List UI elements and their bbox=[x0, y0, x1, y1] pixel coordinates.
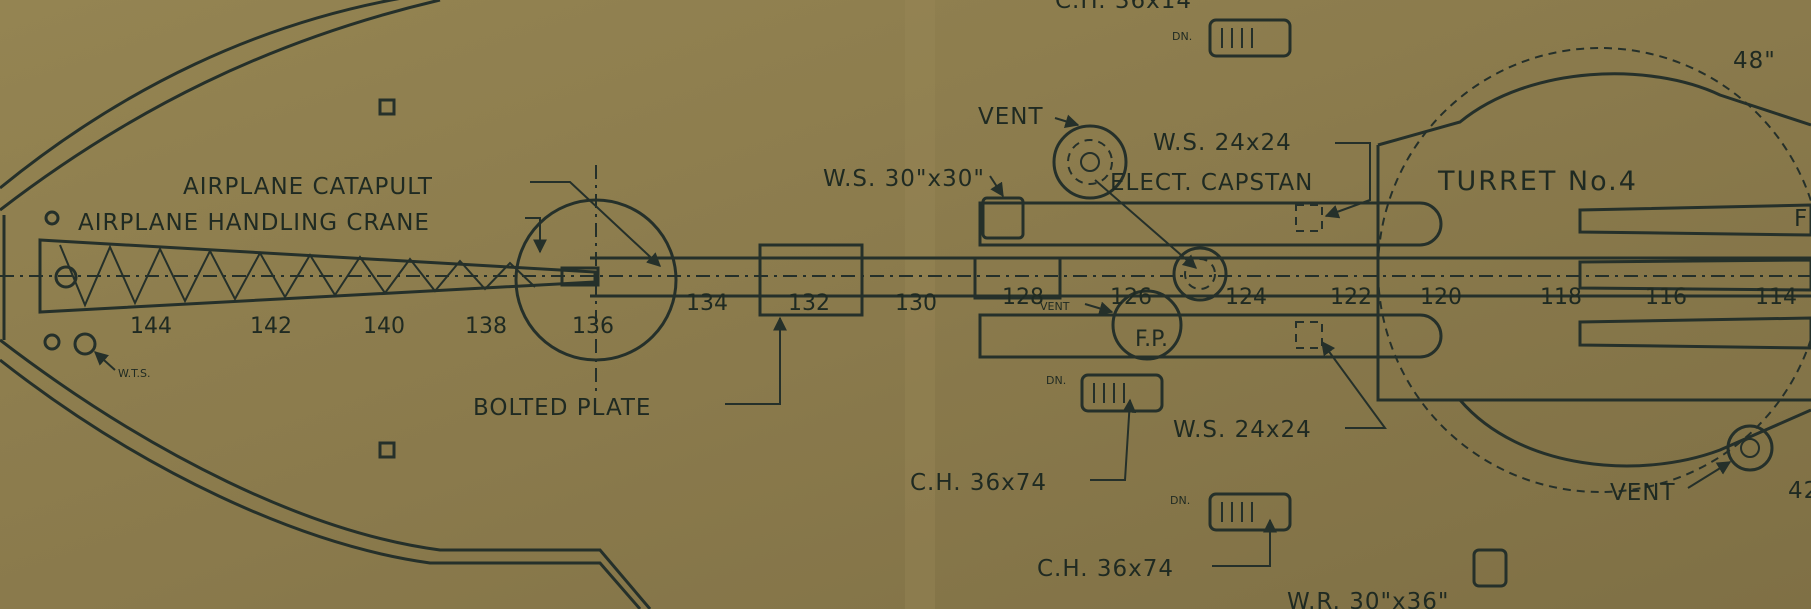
label-capstan: ELECT. CAPSTAN bbox=[1110, 170, 1313, 196]
leader-crane bbox=[525, 217, 547, 254]
wts-fitting-2 bbox=[73, 332, 97, 356]
frame-number: 116 bbox=[1645, 285, 1687, 310]
frame-numbers: 144 142 140 138 136 134 132 130 128 126 … bbox=[130, 285, 1797, 339]
label-dn-top: DN. bbox=[1172, 30, 1192, 43]
dn-hatch-bottom-ladder bbox=[1221, 502, 1253, 522]
hull-outline-lower-inner bbox=[0, 338, 652, 609]
capstan-inner bbox=[1184, 258, 1216, 290]
leader-ws-24-top bbox=[1324, 142, 1371, 219]
crane-hook-block bbox=[560, 266, 600, 287]
capstan-icon bbox=[1172, 246, 1228, 302]
deck-marker-lower bbox=[378, 441, 396, 459]
label-ch-74-a: C.H. 36x74 bbox=[910, 470, 1047, 496]
hull-outline-outer bbox=[0, 0, 400, 190]
frame-number: 140 bbox=[363, 314, 405, 339]
label-dim-48: 48" bbox=[1733, 48, 1776, 74]
label-fp: F.P. bbox=[1135, 327, 1168, 352]
label-turret-no4: TURRET No.4 bbox=[1437, 166, 1638, 197]
turret-gun-upper bbox=[1578, 203, 1811, 237]
label-ws-24-bottom: W.S. 24x24 bbox=[1173, 417, 1312, 443]
label-airplane-crane: AIRPLANE HANDLING CRANE bbox=[78, 210, 430, 236]
frame-number: 122 bbox=[1330, 285, 1372, 310]
label-vent-bottom: VENT bbox=[1610, 480, 1676, 506]
frame-number: 144 bbox=[130, 314, 172, 339]
leader-wts bbox=[93, 351, 116, 371]
frame-number: 142 bbox=[250, 314, 292, 339]
leader-bolted-plate bbox=[725, 316, 787, 405]
frame-number: 134 bbox=[686, 291, 728, 316]
hull-outline-inner bbox=[0, 0, 441, 212]
crane-fitting bbox=[44, 210, 60, 226]
leader-ch-74-a bbox=[1090, 398, 1137, 481]
frame-number: 114 bbox=[1755, 285, 1797, 310]
wr-hatch bbox=[1472, 548, 1508, 588]
ws-30-hatch bbox=[981, 196, 1025, 240]
crane-lattice bbox=[59, 244, 536, 308]
label-dn-mid: DN. bbox=[1046, 374, 1066, 387]
turret-no4 bbox=[1376, 72, 1811, 468]
dn-hatch-mid-ladder bbox=[1093, 383, 1125, 403]
hull-outline-lower-outer bbox=[0, 358, 642, 609]
frame-number: 124 bbox=[1225, 285, 1267, 310]
label-wts: W.T.S. bbox=[118, 367, 151, 380]
barrel-lower bbox=[978, 313, 1443, 359]
turret-gun-middle bbox=[1578, 258, 1811, 292]
vent-bottom-icon bbox=[1726, 424, 1774, 472]
turret-gun-lower bbox=[1578, 316, 1811, 350]
leader-capstan bbox=[1094, 179, 1198, 269]
vent-top-inner bbox=[1067, 139, 1113, 185]
vent-top-icon bbox=[1052, 124, 1128, 200]
vent-bottom-inner bbox=[1740, 438, 1760, 458]
dn-hatch-bottom bbox=[1208, 492, 1292, 532]
label-ws-30: W.S. 30"x30" bbox=[823, 166, 985, 192]
leader-ch-74-b bbox=[1212, 518, 1277, 567]
label-ch-74-b: C.H. 36x74 bbox=[1037, 556, 1174, 582]
leader-vent-bottom bbox=[1687, 461, 1732, 489]
leader-ws-24-bottom bbox=[1321, 340, 1387, 429]
label-vent-small: VENT bbox=[1040, 300, 1070, 313]
frame-number: 136 bbox=[572, 314, 614, 339]
frame-number: 138 bbox=[465, 314, 507, 339]
frame-number: 128 bbox=[1002, 285, 1044, 310]
leader-vent-top bbox=[1054, 114, 1080, 129]
label-wr: W.R. 30"x36" bbox=[1287, 589, 1450, 609]
frame-number: 130 bbox=[895, 291, 937, 316]
barrel-upper bbox=[978, 201, 1443, 247]
paper-fold-crease bbox=[905, 0, 935, 609]
ws-24-bottom-hatch bbox=[1295, 321, 1323, 349]
bolted-plate bbox=[758, 243, 864, 317]
label-dn-bottom: DN. bbox=[1170, 494, 1190, 507]
frame-number: 132 bbox=[788, 291, 830, 316]
dn-hatch-mid bbox=[1080, 373, 1164, 413]
dn-hatch-top bbox=[1208, 18, 1292, 58]
barrel-stub bbox=[973, 256, 1062, 300]
label-bolted-plate: BOLTED PLATE bbox=[473, 395, 651, 421]
ws-24-top-hatch bbox=[1295, 204, 1323, 232]
leader-catapult bbox=[530, 181, 662, 267]
deck-marker-upper bbox=[378, 98, 396, 116]
fp-circle bbox=[1111, 289, 1183, 361]
vent-top-core bbox=[1080, 152, 1100, 172]
frame-number: 120 bbox=[1420, 285, 1462, 310]
dn-hatch-top-ladder bbox=[1221, 28, 1253, 48]
leader-vent-small bbox=[1084, 301, 1114, 316]
label-f-mark: F bbox=[1794, 206, 1808, 232]
label-ws-24-top: W.S. 24x24 bbox=[1153, 130, 1292, 156]
label-ch-top: C.H. 36x14 bbox=[1055, 0, 1192, 14]
label-dim-42: 42 bbox=[1788, 478, 1811, 504]
crane-pivot bbox=[54, 265, 78, 289]
label-airplane-catapult: AIRPLANE CATAPULT bbox=[183, 174, 433, 200]
label-vent-top: VENT bbox=[978, 104, 1044, 130]
leader-ws-30 bbox=[989, 175, 1004, 198]
frame-number: 126 bbox=[1110, 285, 1152, 310]
wts-fitting-1 bbox=[43, 333, 61, 351]
frame-number: 118 bbox=[1540, 285, 1582, 310]
